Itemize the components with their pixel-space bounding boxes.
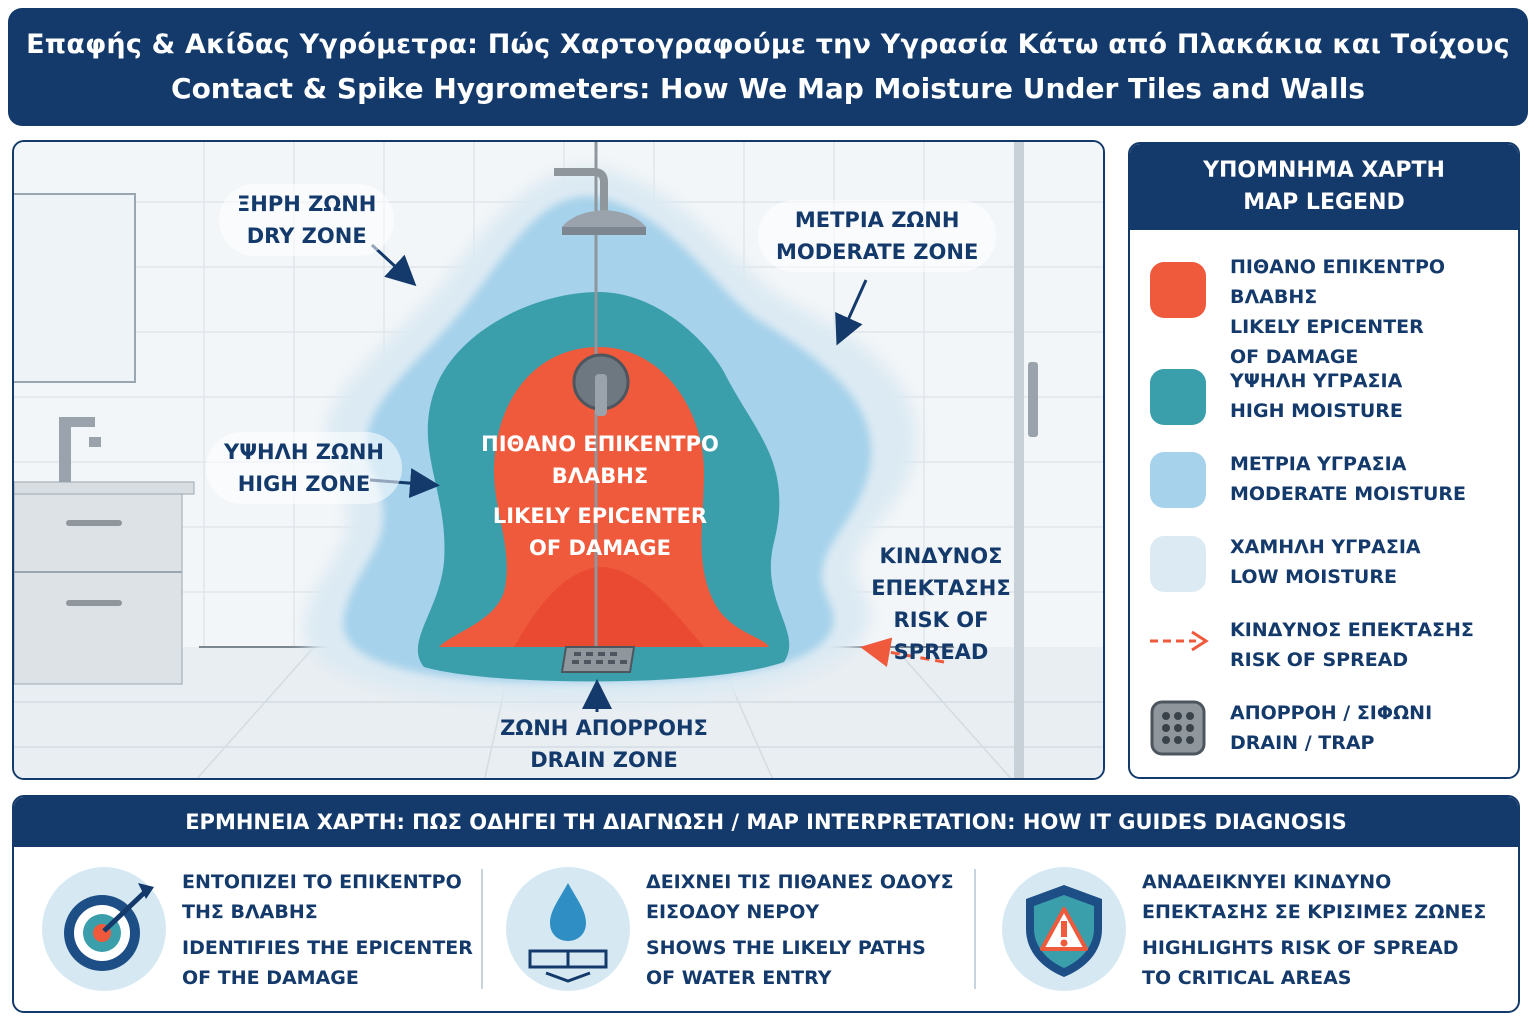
moderate-zone-arrow bbox=[835, 279, 868, 346]
glass-door-frame bbox=[1014, 142, 1024, 778]
drawer-handle bbox=[66, 600, 122, 606]
legend-title: ΥΠΟΜΝΗΜΑ ΧΑΡΤΗ MAP LEGEND bbox=[1130, 144, 1518, 230]
epicenter-zone bbox=[439, 347, 769, 647]
faucet bbox=[59, 417, 71, 482]
mirror bbox=[14, 193, 136, 383]
target-icon bbox=[64, 883, 154, 971]
map-legend: ΥΠΟΜΝΗΜΑ ΧΑΡΤΗ MAP LEGEND ΠΙΘΑΝΟ ΕΠΙΚΕΝΤ… bbox=[1128, 142, 1520, 779]
vanity-top bbox=[14, 481, 195, 495]
risk-of-spread-arrow bbox=[860, 637, 945, 668]
title-greek: Επαφής & Ακίδας Υγρόμετρα: Πώς Χαρτογραφ… bbox=[26, 29, 1510, 60]
door-handle bbox=[1028, 362, 1038, 437]
floor bbox=[14, 647, 1103, 778]
map-interpretation-panel: ΕΡΜΗΝΕΙΑ ΧΑΡΤΗ: ΠΩΣ ΟΔΗΓΕΙ ΤΗ ΔΙΑΓΝΩΣΗ /… bbox=[12, 795, 1520, 1013]
drain-trap-icon bbox=[1150, 700, 1206, 756]
dry-zone-arrow bbox=[370, 243, 417, 287]
shower-head bbox=[562, 210, 646, 227]
divider bbox=[481, 869, 483, 989]
high-moisture-swatch bbox=[1150, 369, 1206, 425]
title-banner: Επαφής & Ακίδας Υγρόμετρα: Πώς Χαρτογραφ… bbox=[8, 8, 1528, 126]
drawer-handle bbox=[66, 520, 122, 526]
water-drop-icon bbox=[528, 883, 608, 983]
low-moisture-swatch bbox=[1150, 536, 1206, 592]
drain-grate bbox=[560, 646, 636, 673]
divider bbox=[974, 869, 976, 989]
dashed-arrow-icon bbox=[1150, 630, 1209, 652]
warning-shield-icon bbox=[1026, 885, 1102, 977]
epicenter-swatch bbox=[1150, 262, 1206, 318]
title-english: Contact & Spike Hygrometers: How We Map … bbox=[171, 72, 1365, 105]
interpretation-title: ΕΡΜΗΝΕΙΑ ΧΑΡΤΗ: ΠΩΣ ΟΔΗΓΕΙ ΤΗ ΔΙΑΓΝΩΣΗ /… bbox=[14, 797, 1518, 847]
moderate-moisture-swatch bbox=[1150, 452, 1206, 508]
